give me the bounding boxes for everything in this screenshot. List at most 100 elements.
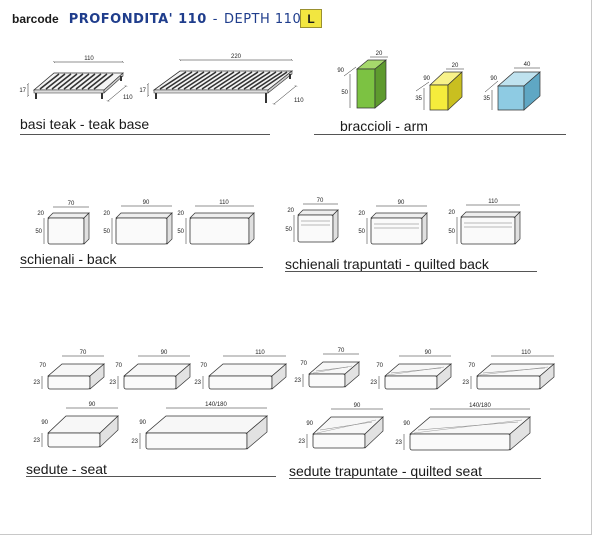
dim-qseat3-height: 23 <box>462 380 469 386</box>
dim-seat3-width: 110 <box>255 350 265 356</box>
back-110: 110 20 50 <box>177 200 255 245</box>
rule-quilted-seat <box>289 478 541 479</box>
title-depth-en: DEPTH 110 <box>223 11 302 27</box>
dim-seat4-height: 23 <box>33 438 40 444</box>
dim-qback1-width: 70 <box>317 198 324 204</box>
quilted-back-110: 110 20 50 <box>448 199 521 245</box>
quilted-back-70: 70 20 50 <box>285 198 339 243</box>
quilted-seat-140-180x90: 140/180 90 23 <box>395 403 532 451</box>
label-quilted-back: schienali trapuntati - quilted back <box>285 256 489 272</box>
dim-qback1-height: 50 <box>285 227 292 233</box>
arm-green: 20 90 50 <box>337 51 388 109</box>
dim-back3-height: 50 <box>177 229 184 235</box>
quilted-seat-70x70: 70 70 23 <box>294 348 361 388</box>
rule-back <box>20 267 263 268</box>
label-arm: braccioli - arm <box>340 118 428 134</box>
dim-seat1-depth: 70 <box>39 363 46 369</box>
brand-name: barcode <box>12 12 59 26</box>
dim-qseat2-height: 23 <box>370 380 377 386</box>
dim-qseat1-height: 23 <box>294 378 301 384</box>
label-teak-base: basi teak - teak base <box>20 116 150 132</box>
dim-back3-width: 110 <box>219 200 229 206</box>
dim-qseat3-width: 110 <box>521 350 531 356</box>
dim-qback3-width: 110 <box>488 199 498 205</box>
dim-qseat4-height: 23 <box>298 439 305 445</box>
dim-seat3-depth: 70 <box>200 363 207 369</box>
dim-arm2-thickness: 20 <box>452 63 459 69</box>
dim-qseat4-depth: 90 <box>306 421 313 427</box>
dim-qseat1-width: 70 <box>338 348 345 354</box>
quilted-seat-90x70: 90 70 23 <box>370 350 453 390</box>
quilted-back-90: 90 20 50 <box>358 200 428 245</box>
dim-qseat5-width: 140/180 <box>469 403 491 409</box>
title-depth-it: PROFONDITA' 110 <box>68 11 207 27</box>
seat-140-180x90: 140/180 90 23 <box>131 402 269 450</box>
dim-back1-height: 50 <box>35 229 42 235</box>
dim-qback2-height: 50 <box>358 229 365 235</box>
arm-yellow: 20 90 35 <box>415 63 464 111</box>
dim-base2-width: 220 <box>231 54 242 60</box>
dim-seat2-width: 90 <box>161 350 168 356</box>
dim-base2-depth: 110 <box>294 98 304 104</box>
title-separator: - <box>212 11 218 27</box>
dim-arm1-depth: 90 <box>337 68 344 74</box>
label-seat: sedute - seat <box>26 461 107 477</box>
dim-back2-width: 90 <box>143 200 150 206</box>
arm-blue: 40 90 35 <box>483 62 541 111</box>
size-badge: L <box>300 9 322 28</box>
rule-teak-base <box>20 134 270 135</box>
dim-back2-height: 50 <box>103 229 110 235</box>
rule-quilted-back <box>285 271 537 272</box>
dim-arm1-thickness: 20 <box>376 51 383 57</box>
dim-qseat2-width: 90 <box>425 350 432 356</box>
dim-qseat2-depth: 70 <box>376 363 383 369</box>
dim-arm3-height: 35 <box>483 96 490 102</box>
dim-qseat1-depth: 70 <box>300 361 307 367</box>
dim-base1-height: 17 <box>19 88 26 94</box>
dim-arm3-depth: 90 <box>490 76 497 82</box>
dim-seat1-width: 70 <box>80 350 87 356</box>
dim-back1-width: 70 <box>68 201 75 207</box>
quilted-seat-110x70: 110 70 23 <box>462 350 556 390</box>
dim-seat1-height: 23 <box>33 380 40 386</box>
seat-90x70: 90 70 23 <box>109 350 192 390</box>
dim-qseat5-depth: 90 <box>403 421 410 427</box>
dim-seat4-width: 90 <box>89 402 96 408</box>
dim-arm3-thickness: 40 <box>524 62 531 68</box>
dim-qseat5-height: 23 <box>395 440 402 446</box>
rule-seat <box>26 476 276 477</box>
dim-arm2-height: 35 <box>415 96 422 102</box>
dim-arm2-depth: 90 <box>423 76 430 82</box>
header: barcode PROFONDITA' 110 - DEPTH 110 <box>12 8 301 30</box>
dim-qback1-thickness: 20 <box>287 208 294 214</box>
dim-arm1-height: 50 <box>341 90 348 96</box>
dim-seat5-depth: 90 <box>139 420 146 426</box>
dim-qback2-thickness: 20 <box>358 211 365 217</box>
dim-seat5-height: 23 <box>131 439 138 445</box>
dim-back2-thickness: 20 <box>103 211 110 217</box>
teak-base-110: 110 17 110 <box>19 56 133 101</box>
seat-70x70: 70 70 23 <box>33 350 106 390</box>
dim-base1-depth: 110 <box>123 95 133 101</box>
dim-seat5-width: 140/180 <box>205 402 227 408</box>
quilted-seat-90x90: 90 90 23 <box>298 403 385 449</box>
dim-seat2-depth: 70 <box>115 363 122 369</box>
dim-qseat3-depth: 70 <box>468 363 475 369</box>
dim-back1-thickness: 20 <box>37 211 44 217</box>
dim-qback3-thickness: 20 <box>448 210 455 216</box>
dim-base2-height: 17 <box>139 88 146 94</box>
dim-seat2-height: 23 <box>109 380 116 386</box>
dim-back3-thickness: 20 <box>177 211 184 217</box>
back-70: 70 20 50 <box>35 201 90 245</box>
teak-base-220: 220 17 110 <box>139 54 304 104</box>
seat-110x70: 110 70 23 <box>194 350 288 390</box>
seat-90x90: 90 90 23 <box>33 402 120 448</box>
label-back: schienali - back <box>20 251 117 267</box>
label-quilted-seat: sedute trapuntate - quilted seat <box>289 463 483 479</box>
rule-arm <box>314 134 566 135</box>
dim-qback3-height: 50 <box>448 229 455 235</box>
dim-qback2-width: 90 <box>398 200 405 206</box>
dim-seat3-height: 23 <box>194 380 201 386</box>
dim-qseat4-width: 90 <box>354 403 361 409</box>
